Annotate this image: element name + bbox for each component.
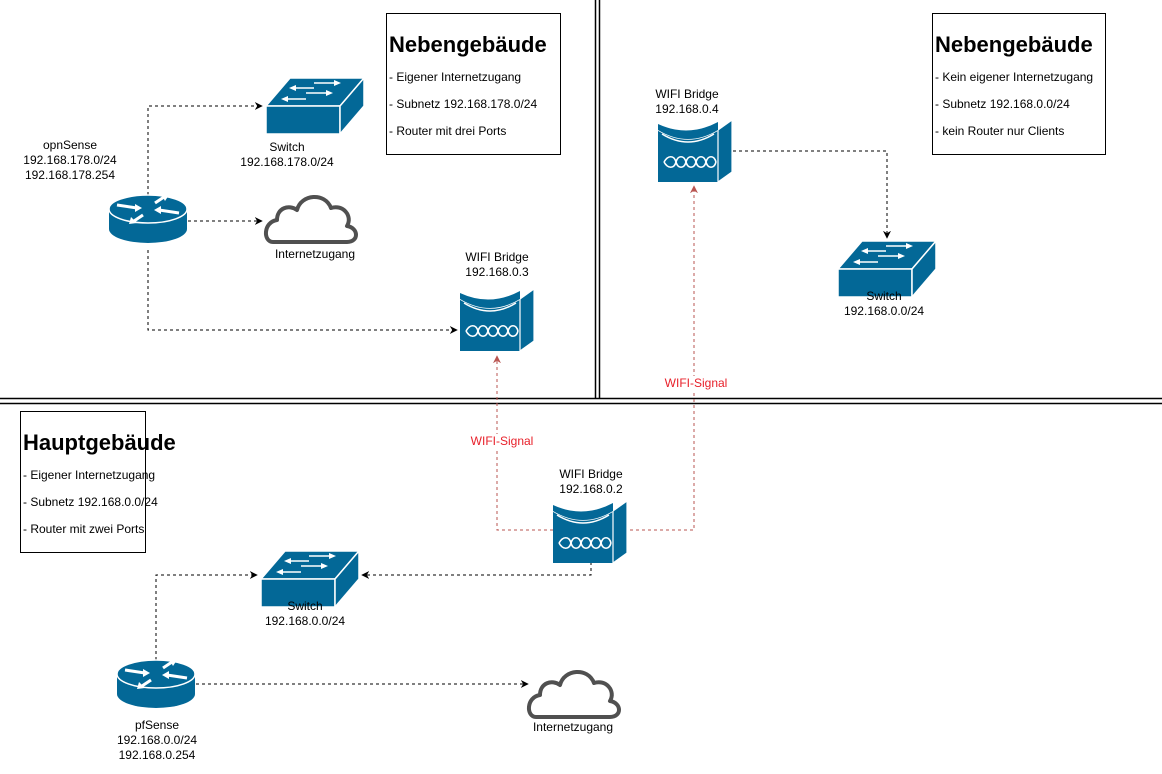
link-opnsense-switch [147,102,263,195]
switch-label-nebengebaeude-2: Switch 192.168.0.0/24 [844,289,924,319]
internet-label-1: Internetzugang [275,247,355,262]
info-item: - Router mit drei Ports [389,124,507,138]
info-box-nebengebaeude-1: Nebengebäude - Eigener Internetzugang - … [386,13,561,155]
info-box-title: Nebengebäude [389,32,547,57]
info-item: - Router mit zwei Ports [23,522,145,536]
wifi-bridge-icon-2[interactable] [552,500,628,564]
wifi-bridge-icon-3[interactable] [459,288,535,352]
info-item: - Kein eigener Internetzugang [935,70,1094,84]
info-item: - kein Router nur Clients [935,124,1065,138]
switch-icon-nebengebaeude-1[interactable] [265,77,365,135]
link-bridge4-switch [733,150,891,239]
device-ip: 192.168.0.3 [465,265,529,279]
device-ip: 192.168.0.4 [655,102,719,116]
link-bridge2-switch [361,562,592,579]
switch-label-hauptgebaeude: Switch 192.168.0.0/24 [265,599,345,629]
info-box-title: Hauptgebäude [23,430,176,455]
device-name: WIFI Bridge [559,467,623,481]
bridge-label-3: WIFI Bridge 192.168.0.3 [465,250,528,280]
device-subnet: 192.168.0.0/24 [843,304,925,318]
router-label-pfsense: pfSense 192.168.0.0/24 192.168.0.254 [117,718,197,763]
device-name: Switch [269,140,305,154]
device-subnet: 192.168.178.0/24 [23,153,117,167]
device-name: pfSense [134,718,180,732]
device-subnet: 192.168.178.0/24 [240,155,334,169]
wifi-signal-text: WIFI-Signal [470,434,534,448]
device-ip: 192.168.0.2 [559,482,623,496]
info-item: - Subnetz 192.168.178.0/24 [389,97,538,111]
link-opnsense-bridge3 [147,250,458,334]
device-subnet: 192.168.0.0/24 [264,614,346,628]
info-item: - Eigener Internetzugang [389,70,522,84]
region-divider-horizontal [0,397,1162,405]
cloud-icon-internet-1[interactable] [263,194,358,244]
router-label-opnsense: opnSense 192.168.178.0/24 192.168.178.25… [23,138,116,183]
wifi-signal-label-2: WIFI-Signal [470,434,534,449]
wifi-signal-text: WIFI-Signal [664,376,728,390]
cloud-icon-internet-2[interactable] [526,669,621,719]
info-item: - Subnetz 192.168.0.0/24 [23,495,158,509]
router-icon-pfsense[interactable] [115,657,197,710]
router-icon-opnsense[interactable] [107,192,189,245]
info-item: - Subnetz 192.168.0.0/24 [935,97,1070,111]
wifi-link-bridge2-bridge4 [630,185,698,531]
wifi-signal-label-1: WIFI-Signal [664,376,728,391]
link-pfsense-switch [155,571,258,660]
device-name: Internetzugang [274,247,356,261]
wifi-link-bridge2-bridge3 [493,355,553,531]
info-item: - Eigener Internetzugang [23,468,156,482]
bridge-label-4: WIFI Bridge 192.168.0.4 [655,87,718,117]
info-box-nebengebaeude-2: Nebengebäude - Kein eigener Internetzuga… [932,13,1106,155]
internet-label-2: Internetzugang [533,720,613,735]
device-name: opnSense [42,138,98,152]
device-name: Switch [866,289,902,303]
device-name: Internetzugang [532,720,614,734]
device-ip: 192.168.178.254 [24,168,116,182]
wifi-bridge-icon-4[interactable] [657,119,733,183]
info-box-hauptgebaeude: Hauptgebäude - Eigener Internetzugang - … [20,411,176,553]
device-subnet: 192.168.0.0/24 [116,733,198,747]
device-name: WIFI Bridge [465,250,529,264]
switch-label-nebengebaeude-1: Switch 192.168.178.0/24 [240,140,333,170]
device-name: Switch [287,599,323,613]
bridge-label-2: WIFI Bridge 192.168.0.2 [559,467,622,497]
device-name: WIFI Bridge [655,87,719,101]
region-divider-vertical [594,0,601,399]
device-ip: 192.168.0.254 [118,748,196,762]
info-box-title: Nebengebäude [935,32,1093,57]
